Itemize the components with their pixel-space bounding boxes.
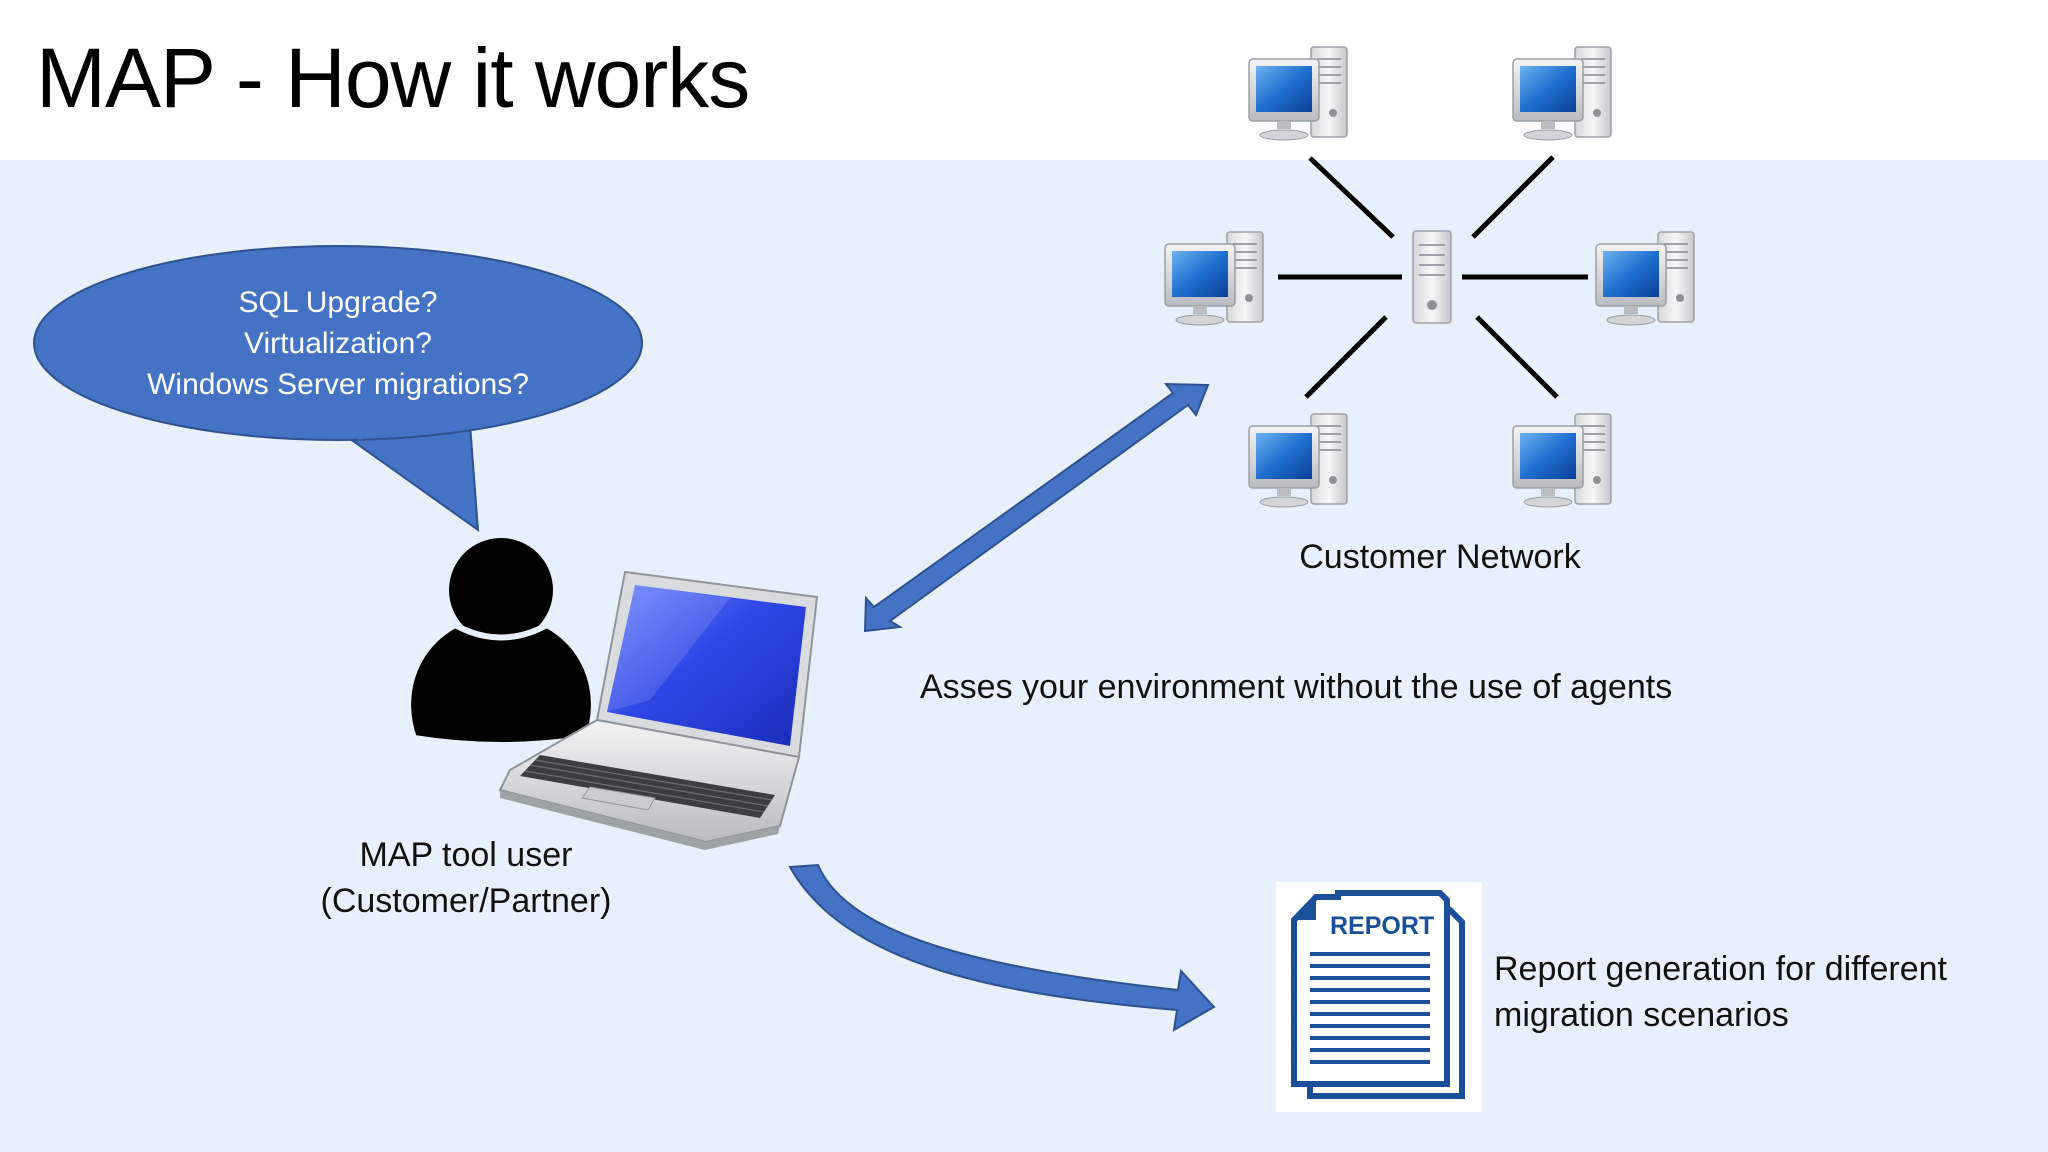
network-links [1278, 155, 1588, 399]
computer-icon [1164, 231, 1264, 326]
computer-icon [1248, 46, 1348, 141]
laptop-icon [498, 570, 819, 850]
report-icon: REPORT [1276, 882, 1482, 1112]
speech-bubble [33, 245, 643, 533]
slide-title: MAP - How it works [36, 31, 750, 125]
report-icon-text: REPORT [1330, 912, 1434, 940]
computer-icon [1512, 46, 1612, 141]
network-label: Customer Network [1299, 538, 1581, 576]
user-label-line2: (Customer/Partner) [320, 882, 612, 920]
bubble-line: Virtualization? [244, 327, 432, 360]
speech-bubble-text: SQL Upgrade? Virtualization? Windows Ser… [34, 282, 642, 405]
bubble-line: SQL Upgrade? [238, 286, 438, 319]
assess-caption: Asses your environment without the use o… [920, 668, 1673, 706]
person-icon [405, 538, 597, 748]
bubble-line: Windows Server migrations? [147, 368, 529, 401]
user-label: MAP tool user (Customer/Partner) [266, 832, 666, 924]
central-server-icon [1412, 230, 1452, 324]
report-caption-line1: Report generation for different [1494, 950, 1947, 988]
curved-arrow [788, 863, 1216, 1032]
report-caption-line2: migration scenarios [1494, 996, 1789, 1034]
double-arrow [863, 382, 1210, 633]
report-caption: Report generation for different migratio… [1494, 946, 1947, 1038]
computer-icon [1512, 413, 1612, 508]
user-label-line1: MAP tool user [359, 836, 573, 874]
computer-icon [1248, 413, 1348, 508]
computer-icon [1595, 231, 1695, 326]
